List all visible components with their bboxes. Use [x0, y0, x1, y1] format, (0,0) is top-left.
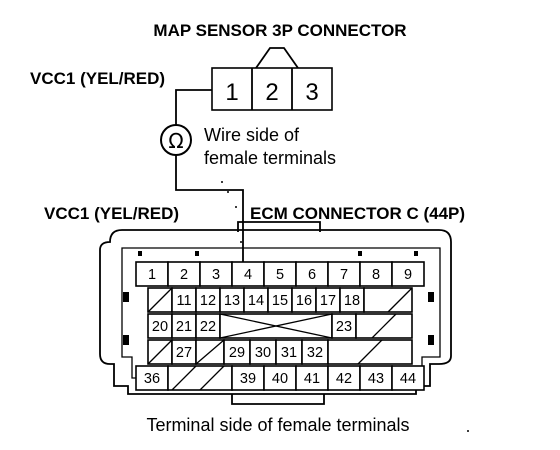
map-sensor-title: MAP SENSOR 3P CONNECTOR — [153, 21, 406, 40]
pin-21: 21 — [176, 319, 192, 335]
pin-43: 43 — [368, 371, 384, 387]
wire-side-line1: Wire side of — [204, 125, 300, 145]
test-wire — [175, 89, 244, 264]
pin-3: 3 — [212, 267, 220, 283]
ecm-pin-grid: 1 2 3 4 5 6 7 8 9 11 12 13 14 15 16 17 1… — [135, 261, 425, 391]
connector-latch — [255, 47, 299, 69]
pin-15: 15 — [272, 293, 288, 309]
pin-40: 40 — [272, 371, 288, 387]
pin-12: 12 — [200, 293, 216, 309]
wire-side-line2: female terminals — [204, 148, 336, 168]
pin-9: 9 — [404, 267, 412, 283]
pin-13: 13 — [224, 293, 240, 309]
pin-39: 39 — [240, 371, 256, 387]
ecm-connector-title: ECM CONNECTOR C (44P) — [250, 204, 465, 223]
map-terminal-3: 3 — [305, 79, 318, 106]
ecm-housing — [99, 229, 452, 395]
pin-8: 8 — [372, 267, 380, 283]
pin-1: 1 — [148, 267, 156, 283]
vcc1-top-label: VCC1 (YEL/RED) — [30, 69, 165, 88]
terminal-side-caption: Terminal side of female terminals — [146, 415, 409, 435]
pin-20: 20 — [152, 319, 168, 335]
pin-23: 23 — [336, 319, 352, 335]
map-terminal-2: 2 — [265, 79, 278, 106]
ohmmeter-icon: Ω — [160, 124, 192, 156]
pin-44: 44 — [400, 371, 416, 387]
pin-4: 4 — [244, 267, 252, 283]
pin-18: 18 — [344, 293, 360, 309]
pin-17: 17 — [320, 293, 336, 309]
pin-30: 30 — [255, 345, 271, 361]
pin-14: 14 — [248, 293, 264, 309]
pin-32: 32 — [307, 345, 323, 361]
pin-7: 7 — [340, 267, 348, 283]
map-sensor-connector: 1 2 3 — [211, 47, 333, 111]
pin-27: 27 — [176, 345, 192, 361]
pin-6: 6 — [308, 267, 316, 283]
ecm-connector — [99, 221, 452, 405]
pin-16: 16 — [296, 293, 312, 309]
map-terminal-1: 1 — [225, 79, 238, 106]
map-connector-body — [211, 67, 333, 111]
pin-41: 41 — [304, 371, 320, 387]
pin-29: 29 — [229, 345, 245, 361]
pin-36: 36 — [144, 371, 160, 387]
pin-31: 31 — [281, 345, 297, 361]
ohm-symbol: Ω — [168, 129, 183, 153]
pin-2: 2 — [180, 267, 188, 283]
pin-22: 22 — [200, 319, 216, 335]
vcc1-ecm-label: VCC1 (YEL/RED) — [44, 204, 179, 223]
pin-11: 11 — [176, 293, 191, 309]
pin-42: 42 — [336, 371, 352, 387]
pin-5: 5 — [276, 267, 284, 283]
